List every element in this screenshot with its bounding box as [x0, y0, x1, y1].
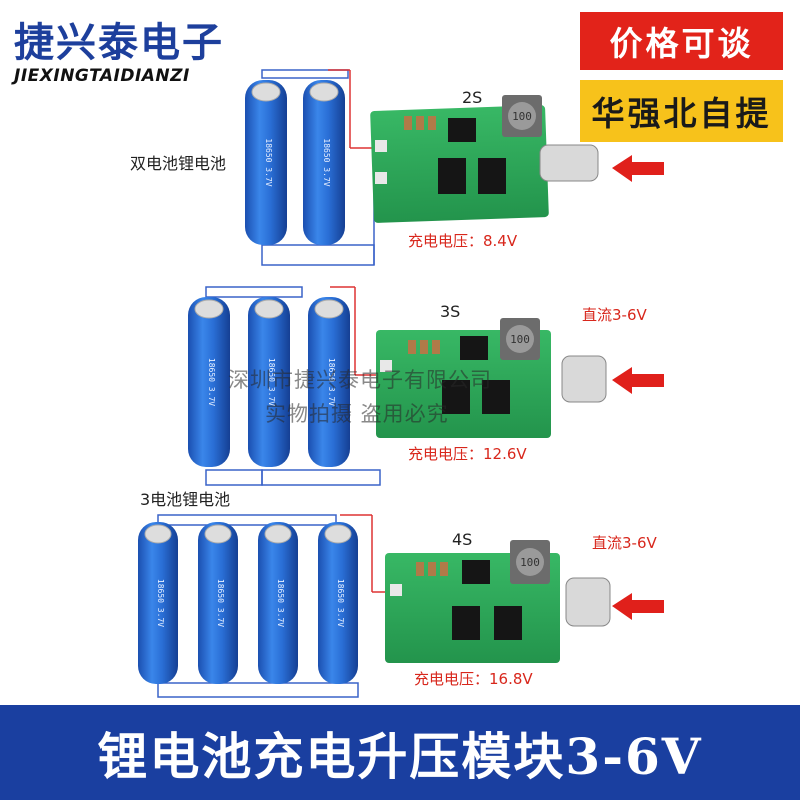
- charger-board-2s: [370, 95, 664, 223]
- inductor-marking: 100: [512, 110, 532, 123]
- battery-group-4s: [138, 514, 392, 698]
- battery: [248, 297, 290, 467]
- inductor-marking: 100: [510, 333, 530, 346]
- input-arrow: [612, 155, 664, 182]
- battery-group-3s: [188, 286, 382, 486]
- charger-board-4s: [385, 540, 664, 663]
- input-arrow: [612, 367, 664, 394]
- charge-voltage-2s: 充电电压：8.4V: [408, 232, 518, 250]
- price-negotiable-badge: 价格可谈: [580, 12, 783, 70]
- battery: [188, 297, 230, 467]
- charger-board-3s: [376, 318, 664, 438]
- battery: [303, 80, 345, 245]
- dc-input-4s-label: 直流3-6V: [592, 534, 657, 552]
- charge-voltage-4s: 充电电压：16.8V: [414, 670, 533, 688]
- config-4s-label: 4S: [452, 530, 473, 549]
- battery: [245, 80, 287, 245]
- battery: [318, 522, 358, 684]
- battery-print: 18650 3.7V: [216, 579, 225, 627]
- inductor-marking: 100: [520, 556, 540, 569]
- battery: [258, 522, 298, 684]
- config-2s-label: 2S: [462, 88, 483, 107]
- battery-group-2s: [245, 69, 378, 266]
- battery-print: 18650 3.7V: [267, 358, 276, 406]
- battery: [138, 522, 178, 684]
- dual-battery-label: 双电池锂电池: [130, 154, 227, 173]
- battery-print: 18650 3.7V: [336, 579, 345, 627]
- battery-print: 18650 3.7V: [207, 358, 216, 406]
- pickup-badge: 华强北自提: [580, 80, 783, 142]
- charge-voltage-3s: 充电电压：12.6V: [408, 445, 527, 463]
- battery-print: 18650 3.7V: [156, 579, 165, 627]
- watermark-line1: 深圳市捷兴泰电子有限公司: [228, 368, 492, 392]
- battery-print: 18650 3.7V: [264, 138, 273, 186]
- battery: [308, 297, 350, 467]
- footer-title: 锂电池充电升压模块3-6V: [0, 705, 800, 800]
- battery-print: 18650 3.7V: [327, 358, 336, 406]
- battery: [198, 522, 238, 684]
- brand-name-cn: 捷兴泰电子: [14, 20, 224, 66]
- brand-name-en: JIEXINGTAIDIANZI: [14, 66, 190, 86]
- battery-print: 18650 3.7V: [276, 579, 285, 627]
- config-3s-label: 3S: [440, 302, 461, 321]
- battery-print: 18650 3.7V: [322, 138, 331, 186]
- triple-battery-label: 3电池锂电池: [140, 490, 231, 509]
- watermark-line2: 实物拍摄 盗用必究: [265, 402, 449, 426]
- dc-input-3s-label: 直流3-6V: [582, 306, 647, 324]
- input-arrow: [612, 593, 664, 620]
